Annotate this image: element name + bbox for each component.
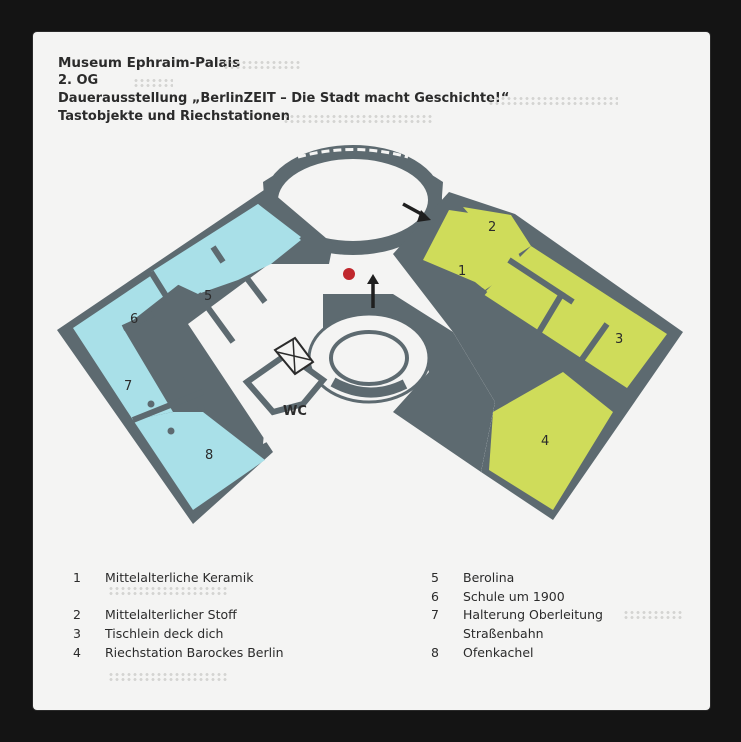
room-2 <box>463 207 531 260</box>
floor-label: 2. OG <box>58 73 99 88</box>
braille-strip <box>283 114 433 124</box>
braille-strip <box>133 78 173 88</box>
braille-strip <box>223 60 301 70</box>
room-3 <box>483 246 667 388</box>
room-5 <box>151 204 301 294</box>
room-number: 1 <box>458 264 466 279</box>
room-number: 6 <box>130 312 138 327</box>
room-number: 4 <box>541 434 549 449</box>
exhibition-title: Dauerausstellung „BerlinZEIT – Die Stadt… <box>58 91 510 106</box>
braille-strip <box>623 610 683 620</box>
room-8 <box>133 412 265 510</box>
tactile-floor-plan-sign: Museum Ephraim-Palais 2. OG Dauerausstel… <box>33 32 710 710</box>
room-number: 8 <box>205 448 213 463</box>
room-number: 2 <box>488 220 496 235</box>
braille-strip <box>108 586 228 596</box>
museum-name: Museum Ephraim-Palais <box>58 55 241 71</box>
sign-subtitle: Tastobjekte und Riechstationen <box>58 109 290 124</box>
room-number: 3 <box>615 332 623 347</box>
room-number: 7 <box>124 379 132 394</box>
braille-strip <box>108 672 228 682</box>
you-are-here-marker <box>343 268 355 280</box>
stair-hall <box>323 294 495 472</box>
room-number: 5 <box>204 289 212 304</box>
braille-strip <box>488 96 618 106</box>
room-4 <box>489 372 613 510</box>
wc-label: WC <box>283 404 307 419</box>
sign-header: Museum Ephraim-Palais 2. OG Dauerausstel… <box>58 54 509 126</box>
floor-plan: WC 1 2 3 4 5 6 7 8 <box>57 145 683 524</box>
